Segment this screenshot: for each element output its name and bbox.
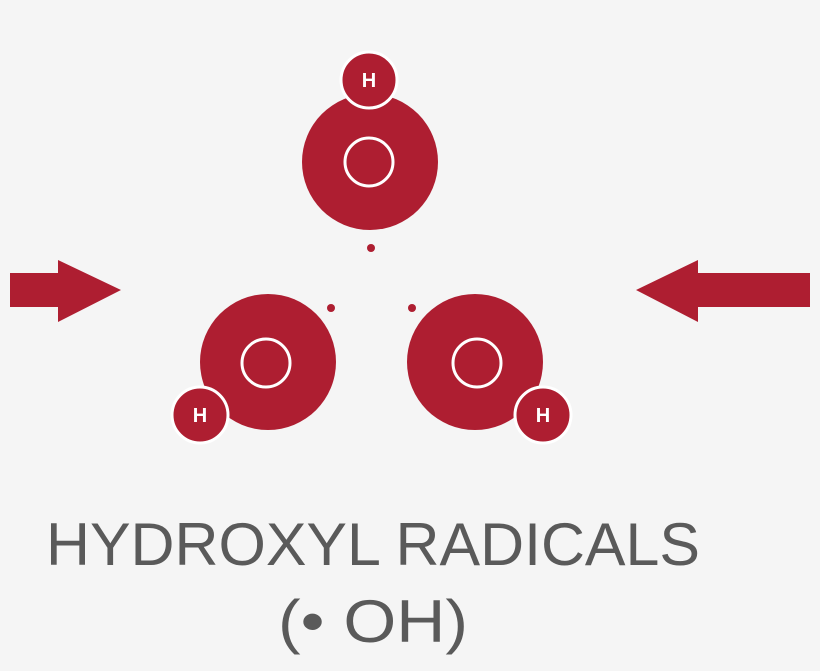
diagram-title: HYDROXYL RADICALS	[46, 511, 700, 578]
hydroxyl-molecule-left: H	[170, 294, 336, 445]
oxygen-symbol-ring	[451, 337, 503, 389]
hydroxyl-molecule-right: H	[407, 294, 573, 445]
hydroxyl-molecule-top: H	[302, 50, 438, 230]
oxygen-symbol-ring	[240, 337, 292, 389]
radical-dot	[408, 304, 416, 312]
radical-dot	[367, 244, 375, 252]
arrow-left-icon	[636, 260, 810, 322]
oxygen-atom	[407, 294, 543, 430]
hydrogen-atom	[513, 385, 573, 445]
oxygen-symbol-ring	[343, 136, 395, 188]
oxygen-atom	[302, 94, 438, 230]
radical-dot	[327, 304, 335, 312]
hydrogen-atom	[170, 385, 230, 445]
hydrogen-label: H	[362, 70, 376, 92]
hydrogen-label: H	[193, 405, 207, 427]
hydrogen-atom	[339, 50, 399, 110]
chemical-formula: (• OH)	[278, 588, 468, 655]
arrow-right-icon	[10, 260, 121, 322]
oxygen-atom	[200, 294, 336, 430]
hydrogen-label: H	[536, 405, 550, 427]
